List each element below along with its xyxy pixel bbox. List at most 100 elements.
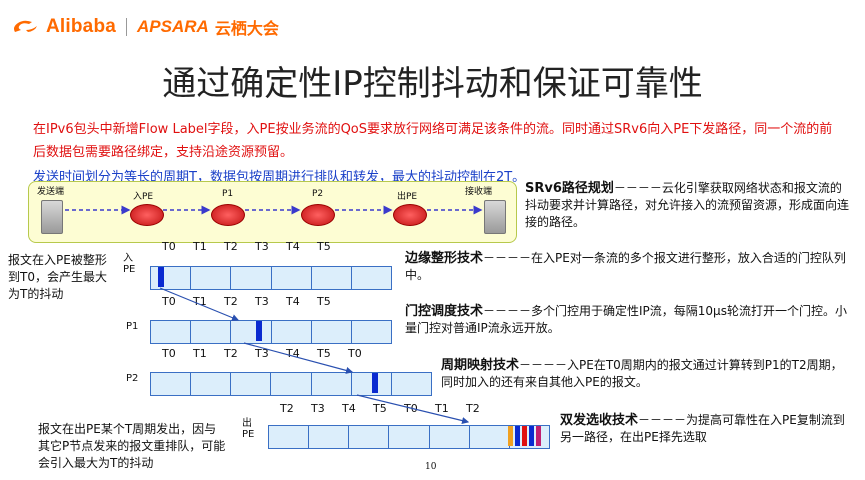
node-label-ingress-pe: 入PE	[133, 192, 154, 202]
cycle-tick-label: T5	[317, 295, 331, 308]
tech-cycle-mapping: 周期映射技术－－－－入PE在T0周期内的报文通过计算转到P1的T2周期，同时加入…	[441, 357, 846, 391]
topology-box: 发送端 入PE P1 P2 出PE 接收端	[28, 181, 517, 243]
packet-marker	[529, 426, 534, 446]
packet-marker	[522, 426, 527, 446]
queue-cell	[151, 321, 192, 343]
sender-server-icon	[41, 200, 63, 234]
queue-cell	[271, 267, 312, 289]
cycle-tick-label: T3	[255, 347, 269, 360]
ingress-pe-router-icon	[130, 204, 164, 226]
topology-links	[65, 205, 483, 215]
cycle-tick-label: T1	[193, 347, 207, 360]
queue-track	[150, 320, 392, 344]
cycle-tick-label: T5	[317, 240, 331, 253]
row-label: P1	[126, 321, 139, 332]
queue-cell	[191, 373, 232, 395]
cycle-tick-label: T4	[286, 295, 300, 308]
tech-srv6-name: SRv6路径规划	[525, 181, 614, 196]
brand-logo: Alibaba APSARA 云栖大会	[12, 14, 279, 40]
queue-cell	[349, 426, 390, 448]
node-label-sender: 发送端	[37, 187, 65, 197]
queue-cell	[309, 426, 350, 448]
queue-cell	[269, 426, 310, 448]
queue-cell	[311, 373, 352, 395]
node-label-egress-pe: 出PE	[397, 192, 418, 202]
queue-cell	[271, 321, 312, 343]
packet-marker	[515, 426, 520, 446]
brand-divider	[126, 18, 128, 36]
cycle-tick-label: T1	[193, 295, 207, 308]
queue-cell	[391, 373, 431, 395]
cycle-tick-label: T0	[162, 295, 176, 308]
note-ingress-jitter: 报文在入PE被整形到T0，会产生最大为T的抖动	[8, 253, 107, 301]
queue-cell	[191, 321, 232, 343]
node-label-p1: P1	[222, 189, 234, 199]
cycle-tick-label: T1	[435, 402, 449, 415]
row-label: 入 PE	[123, 253, 136, 275]
note-egress-jitter: 报文在出PE某个T周期发出，因与其它P节点发来的报文重排队，可能会引入最大为T的…	[38, 422, 226, 470]
tech-gate-scheduling-text: －－－－多个门控用于确定性IP流，每隔10μs轮流打开一个门控。小量门控对普通I…	[405, 304, 847, 335]
cycle-tick-label: T4	[342, 402, 356, 415]
cycle-tick-label: T2	[224, 240, 238, 253]
brand-yunqi: 云栖大会	[214, 19, 279, 38]
tech-srv6-text: －－－－云化引擎获取网络状态和报文流的抖动要求并计算路径，对允许接入的流预留资源…	[525, 181, 850, 229]
intro-paragraph: 在IPv6包头中新增Flow Label字段，入PE按业务流的QoS要求放行网络…	[33, 122, 833, 160]
cycle-tick-label: T2	[466, 402, 480, 415]
receiver-server-icon	[484, 200, 506, 234]
queue-cell	[191, 267, 232, 289]
queue-cell	[311, 321, 352, 343]
packet-marker	[536, 426, 541, 446]
queue-cell	[351, 321, 392, 343]
queue-cell	[389, 426, 430, 448]
tech-gate-scheduling: 门控调度技术－－－－多个门控用于确定性IP流，每隔10μs轮流打开一个门控。小量…	[405, 303, 850, 337]
queue-cell	[351, 373, 392, 395]
cycle-tick-label: T5	[373, 402, 387, 415]
cycle-tick-label: T0	[162, 240, 176, 253]
packet-marker	[256, 321, 262, 341]
tech-edge-shaping: 边缘整形技术－－－－在入PE对一条流的多个报文进行整形，放入合适的门控队列中。	[405, 250, 850, 284]
tech-cycle-mapping-text: －－－－入PE在T0周期内的报文通过计算转到P1的T2周期，同时加入的还有来自其…	[441, 358, 843, 389]
brand-alibaba: Alibaba	[46, 16, 117, 37]
p1-router-icon	[211, 204, 245, 226]
slide-title: 通过确定性IP控制抖动和保证可靠性	[162, 64, 703, 104]
tech-srv6: SRv6路径规划－－－－云化引擎获取网络状态和报文流的抖动要求并计算路径，对允许…	[525, 180, 850, 231]
packet-marker	[158, 267, 164, 287]
cycle-tick-label: T5	[317, 347, 331, 360]
cycle-tick-label: T2	[224, 347, 238, 360]
egress-pe-router-icon	[393, 204, 427, 226]
queue-track	[150, 372, 432, 396]
tech-dual-send: 双发选收技术－－－－为提高可靠性在入PE复制流到另一路径，在出PE择先选取	[560, 412, 855, 446]
cycle-tick-label: T3	[255, 295, 269, 308]
cycle-tick-label: T0	[162, 347, 176, 360]
tech-gate-scheduling-name: 门控调度技术	[405, 304, 484, 319]
tech-cycle-mapping-name: 周期映射技术	[441, 358, 520, 373]
packet-marker	[372, 373, 378, 393]
node-label-p2: P2	[312, 189, 324, 199]
cycle-tick-label: T3	[311, 402, 325, 415]
p2-router-icon	[301, 204, 335, 226]
queue-cell	[231, 373, 272, 395]
cycle-tick-label: T4	[286, 240, 300, 253]
queue-cell	[429, 426, 470, 448]
queue-cell	[231, 267, 272, 289]
cycle-tick-label: T3	[255, 240, 269, 253]
tech-edge-shaping-text: －－－－在入PE对一条流的多个报文进行整形，放入合适的门控队列中。	[405, 251, 846, 282]
page-number: 10	[425, 462, 437, 472]
queue-cell	[351, 267, 392, 289]
queue-cell	[271, 373, 312, 395]
tech-dual-send-name: 双发选收技术	[560, 413, 639, 428]
brand-apsara: APSARA	[137, 17, 209, 36]
row-label: 出 PE	[242, 418, 255, 440]
alibaba-logo-icon	[14, 20, 37, 32]
cycle-tick-label: T1	[193, 240, 207, 253]
packet-marker	[508, 426, 513, 446]
cycle-tick-label: T0	[348, 347, 362, 360]
tech-dual-send-text: －－－－为提高可靠性在入PE复制流到另一路径，在出PE择先选取	[560, 413, 845, 444]
queue-cell	[311, 267, 352, 289]
tech-edge-shaping-name: 边缘整形技术	[405, 251, 484, 266]
node-label-receiver: 接收端	[465, 187, 493, 197]
cycle-tick-label: T2	[280, 402, 294, 415]
cycle-tick-label: T2	[224, 295, 238, 308]
queue-cell	[151, 373, 192, 395]
